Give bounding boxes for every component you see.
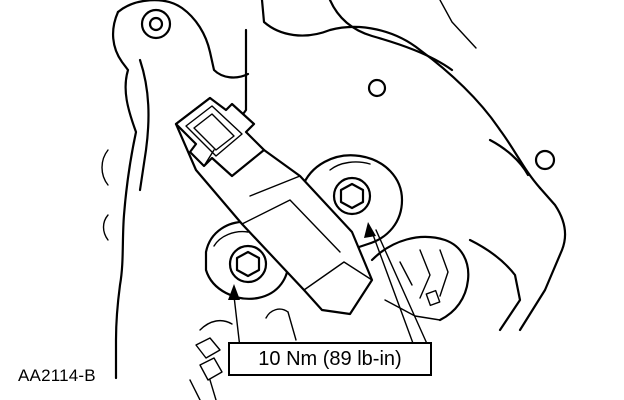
engine-housing [101, 0, 567, 380]
upper-bolt [332, 176, 372, 216]
callout-leaders [228, 222, 429, 349]
mounting-holes [140, 8, 556, 171]
arrow-lower-bolt [228, 284, 240, 300]
camshaft-sensor [174, 96, 374, 316]
wiring-harness [189, 308, 297, 400]
torque-callout-text: 10 Nm (89 lb-in) [258, 347, 402, 370]
figure-id: AA2114-B [18, 366, 96, 385]
pump-detail [370, 235, 470, 322]
arrow-upper-bolt [364, 222, 376, 238]
torque-callout: 10 Nm (89 lb-in) [228, 342, 432, 376]
lower-bolt [228, 244, 268, 284]
